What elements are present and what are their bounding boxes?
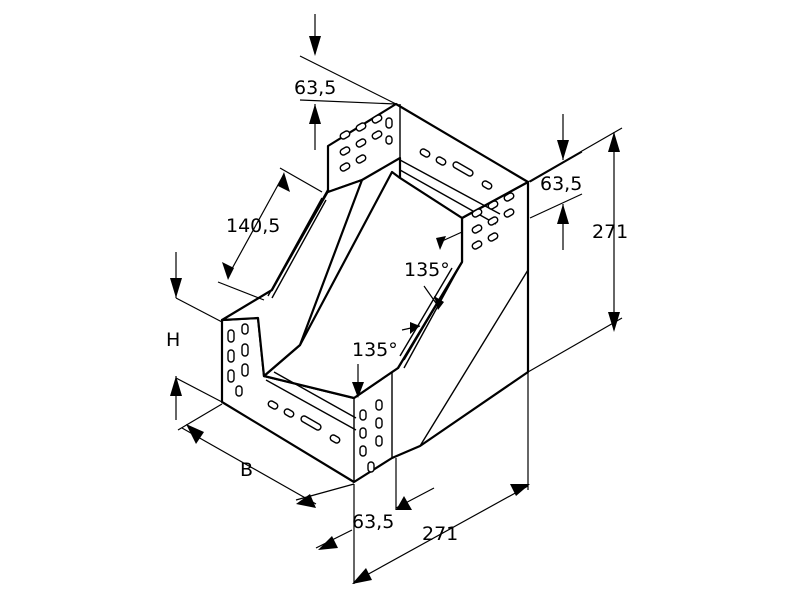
label-right-flange: 63,5 [540, 173, 582, 195]
inner-edges [221, 104, 501, 482]
label-height-right: 271 [592, 221, 628, 243]
label-base-width: B [240, 459, 253, 481]
label-slope-length: 140,5 [226, 215, 280, 237]
label-angle-upper: 135° [404, 259, 450, 281]
label-width-bottom: 271 [422, 523, 458, 545]
label-bottom-flange: 63,5 [352, 511, 394, 533]
mounting-slots [227, 114, 515, 473]
label-top-flange: 63,5 [294, 77, 336, 99]
label-side-height: H [166, 329, 180, 351]
dimension-labels: 63,5 63,5 271 140,5 H B 135° 135° 63,5 2… [166, 77, 628, 545]
dimension-lines [170, 14, 623, 584]
tray-body [220, 102, 530, 484]
label-angle-lower: 135° [352, 339, 398, 361]
